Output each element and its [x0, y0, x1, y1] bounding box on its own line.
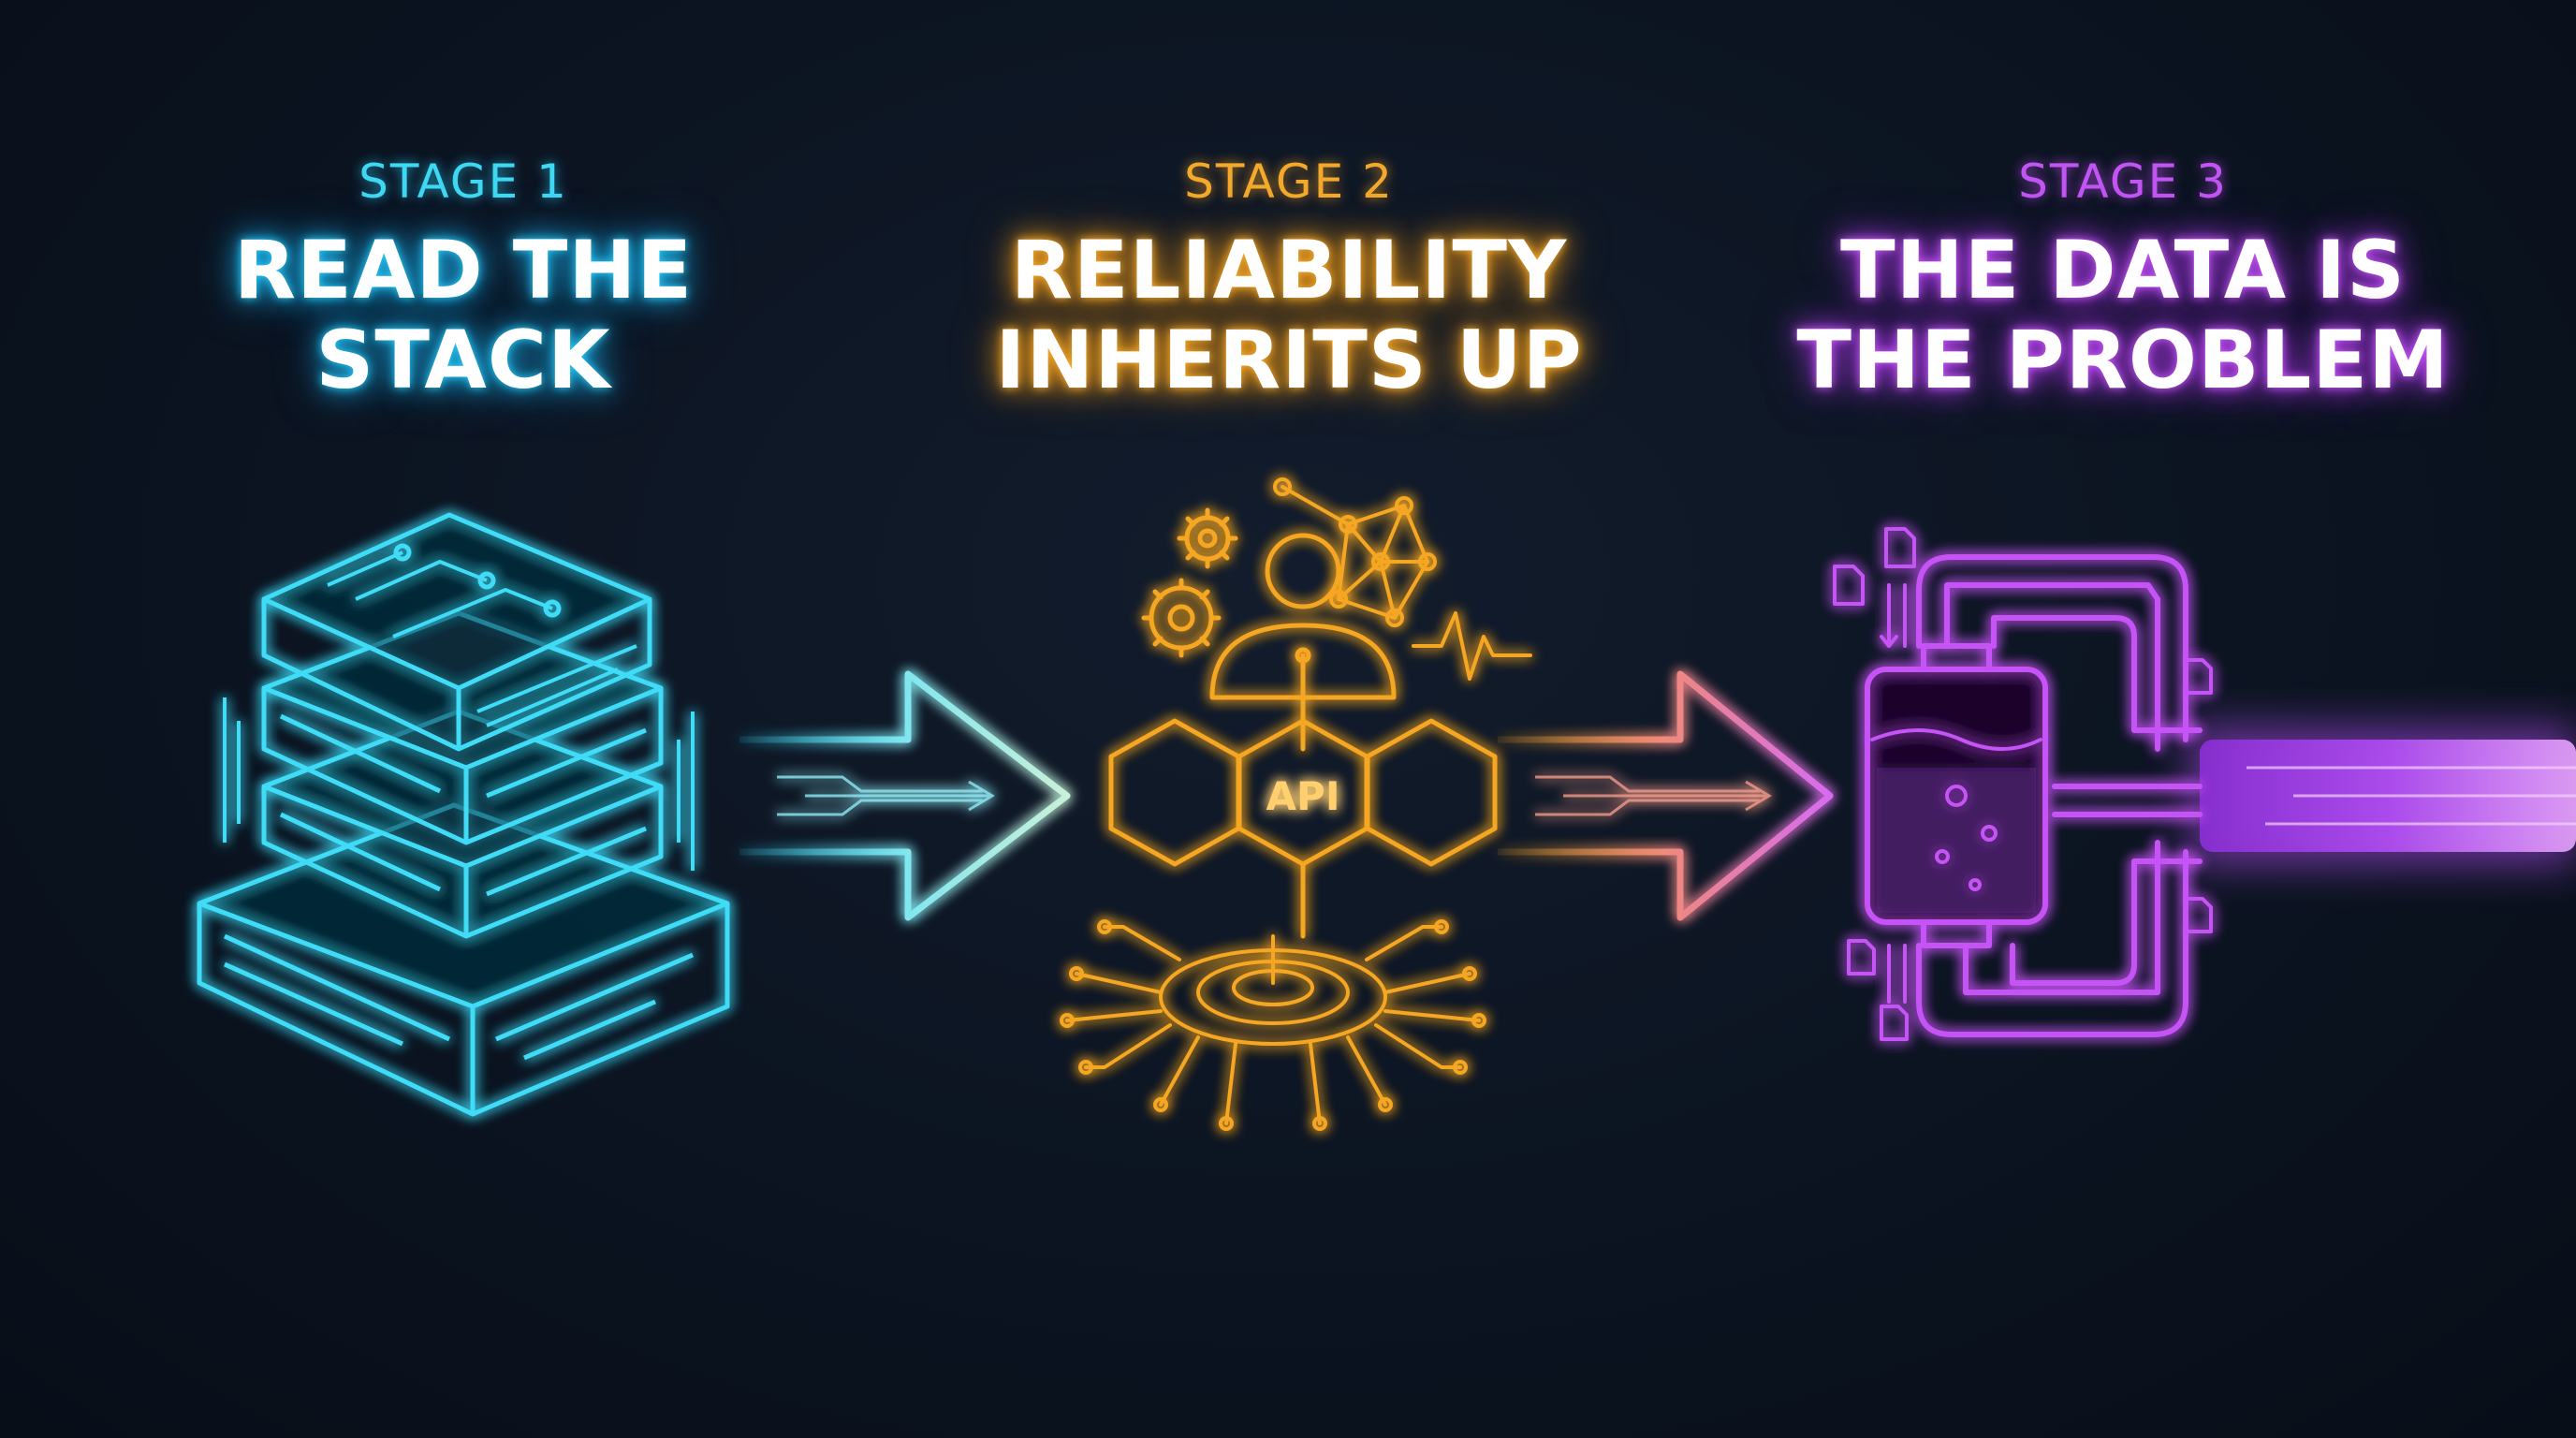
- stage-3-title-line-1: THE DATA IS: [1839, 224, 2406, 317]
- arrow-2-icon: [1498, 670, 1834, 921]
- api-network-icon: [1060, 477, 1532, 1131]
- circuit-disc-icon: [1060, 919, 1486, 1131]
- stage-1-title: READ THE STACK: [89, 226, 838, 405]
- stage-3-tag: STAGE 3: [2018, 154, 2228, 209]
- data-tank-icon: [1865, 643, 2048, 948]
- api-badge-text: API: [1266, 773, 1340, 819]
- stage-3-label: STAGE 3 THE DATA IS THE PROBLEM: [1749, 154, 2497, 405]
- stage-2-tag: STAGE 2: [1184, 154, 1394, 209]
- gear-icon: [1141, 507, 1238, 658]
- document-icon: [1833, 527, 2213, 1041]
- arrow-1-icon: [739, 670, 1071, 921]
- pulse-icon: [1412, 611, 1532, 681]
- data-pipeline-icon: [1833, 527, 2213, 1041]
- stage-2-title-line-1: RELIABILITY: [1010, 224, 1568, 317]
- server-layer-4: [197, 802, 730, 1117]
- stage-3-title-line-2: THE PROBLEM: [1796, 314, 2450, 407]
- hexagon-grid: [1108, 718, 1498, 939]
- network-node-icon: [1273, 477, 1437, 627]
- stage-2-label: STAGE 2 RELIABILITY INHERITS UP: [915, 154, 1663, 405]
- stage-2-title-line-2: INHERITS UP: [995, 314, 1583, 407]
- stage-1-label: STAGE 1 READ THE STACK: [89, 154, 838, 405]
- server-layer-1: [261, 512, 652, 752]
- stage-1-title-line-1: READ THE: [233, 224, 694, 317]
- stage-2-title: RELIABILITY INHERITS UP: [915, 226, 1663, 405]
- stage-1-title-line-2: STACK: [315, 314, 611, 407]
- server-stack-icon: [197, 512, 730, 1117]
- pipe-loop: [1916, 554, 2203, 1037]
- stage-3-title: THE DATA IS THE PROBLEM: [1749, 226, 2497, 405]
- stage-1-tag: STAGE 1: [359, 154, 568, 209]
- data-beam: [2190, 726, 2576, 866]
- person-icon: [1209, 533, 1397, 752]
